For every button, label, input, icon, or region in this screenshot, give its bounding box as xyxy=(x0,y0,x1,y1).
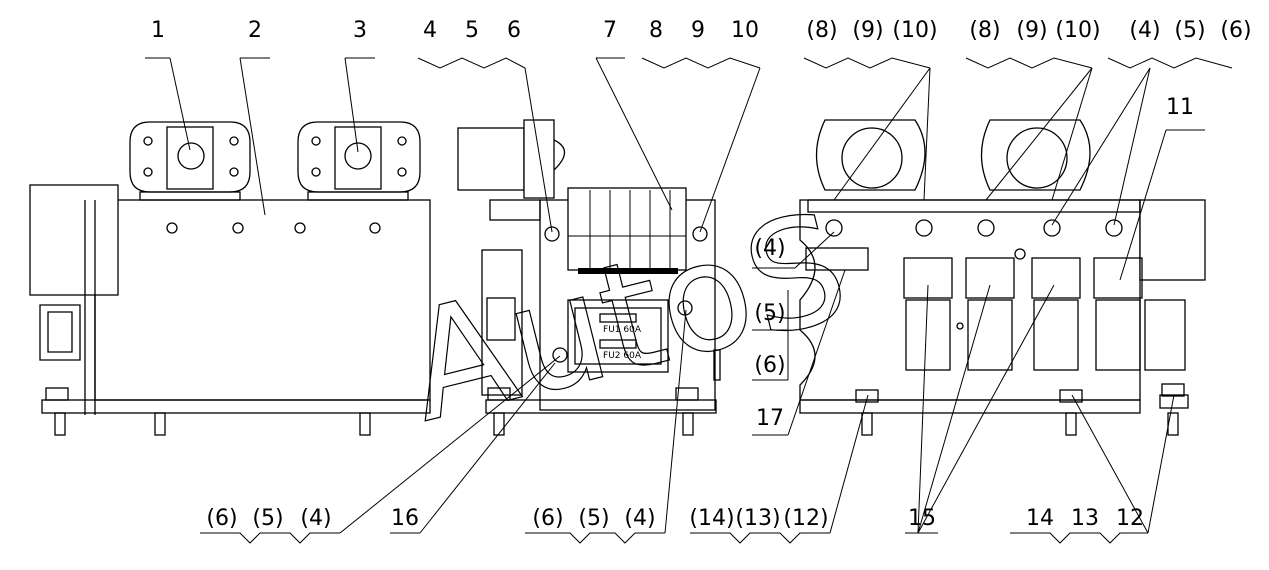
callout-11: 11 xyxy=(1166,95,1194,120)
top-callouts: 1 2 3 4 5 6 7 8 9 10 (8) (9) (10) (8) (9… xyxy=(145,18,1252,281)
bottom-g6-12: 12 xyxy=(1116,506,1144,531)
bottom-g1-6: (6) xyxy=(206,506,237,531)
bottom-g3-5: (5) xyxy=(578,506,609,531)
callout-10: 10 xyxy=(731,18,759,43)
bottom-g2-16: 16 xyxy=(391,506,419,531)
right-view xyxy=(799,119,1206,436)
callout-a-8: (8) xyxy=(806,18,837,43)
side-callouts: (4) (5) (6) 17 xyxy=(752,231,846,436)
callout-a-9: (9) xyxy=(852,18,883,43)
fuse-fu1-label: FU1 60A xyxy=(603,325,642,335)
callout-4: 4 xyxy=(423,18,437,43)
callout-b-8: (8) xyxy=(969,18,1000,43)
callout-b-9: (9) xyxy=(1016,18,1047,43)
callout-a-10: (10) xyxy=(892,18,937,43)
side-callout-6: (6) xyxy=(754,353,785,378)
callout-b-10: (10) xyxy=(1055,18,1100,43)
callout-5: 5 xyxy=(465,18,479,43)
callout-3: 3 xyxy=(353,18,367,43)
callout-6: 6 xyxy=(507,18,521,43)
callout-9: 9 xyxy=(691,18,705,43)
callout-7: 7 xyxy=(603,18,617,43)
bottom-g3-6: (6) xyxy=(532,506,563,531)
bottom-g1-5: (5) xyxy=(252,506,283,531)
side-callout-5: (5) xyxy=(754,301,785,326)
bottom-g4-12: (12) xyxy=(783,506,828,531)
fuse-fu2-label: FU2 60A xyxy=(603,351,642,361)
bottom-g6-14: 14 xyxy=(1026,506,1054,531)
bottom-g6-13: 13 xyxy=(1071,506,1099,531)
callout-17: 17 xyxy=(756,406,784,431)
middle-view: FU1 60A FU2 60A xyxy=(457,119,721,436)
callout-8: 8 xyxy=(649,18,663,43)
left-view xyxy=(29,121,431,436)
bottom-g3-4: (4) xyxy=(624,506,655,531)
bottom-g4-13: (13) xyxy=(735,506,780,531)
callout-c-4: (4) xyxy=(1129,18,1160,43)
callout-1: 1 xyxy=(151,18,165,43)
bottom-g4-14: (14) xyxy=(689,506,734,531)
bottom-callouts: (6) (5) (4) 16 (6) (5) (4) (14) (13) (12… xyxy=(200,284,1175,544)
callout-c-6: (6) xyxy=(1220,18,1251,43)
bottom-g1-4: (4) xyxy=(300,506,331,531)
fuse-label-grid xyxy=(568,190,686,268)
callout-c-5: (5) xyxy=(1174,18,1205,43)
callout-2: 2 xyxy=(248,18,262,43)
side-callout-4: (4) xyxy=(754,236,785,261)
